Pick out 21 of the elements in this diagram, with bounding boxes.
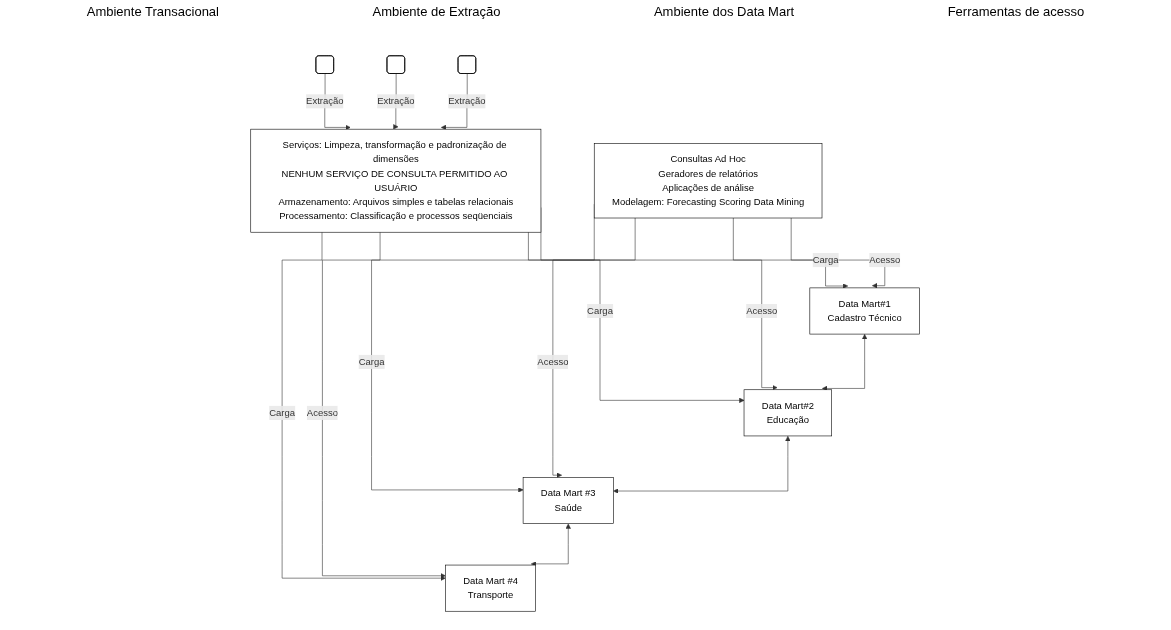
edge-label: Carga: [359, 356, 385, 367]
column-heading: Ambiente de Extração: [372, 4, 501, 21]
node-box: Serviços: Limpeza, transformação e padronização de dimensões NENHUM SERVIÇO DE CONSULTA PERMITIDO AO USUÁRIO Armazenamento: Arquivos simples e tabelas relacionais Processamento: Classificação e processos seqüenciais: [250, 128, 542, 232]
node-box: Data Mart#2 Educação: [744, 388, 833, 436]
edge-label: Acesso: [307, 407, 339, 418]
node-box: Data Mart #4 Transporte: [445, 564, 537, 612]
edge-label: Extração: [377, 95, 415, 106]
column-heading: Ambiente Transacional: [86, 4, 219, 21]
node-box: Data Mart#1 Cadastro Técnico: [809, 287, 921, 334]
edge-label: Carga: [269, 407, 296, 418]
edge-label: Extração: [448, 95, 486, 106]
edge-label: Acesso: [746, 305, 778, 316]
column-heading: Ferramentas de acesso: [947, 4, 1085, 21]
column-heading: Ambiente dos Data Mart: [653, 4, 795, 21]
node-box: Data Mart #3 Saúde: [523, 476, 615, 524]
edge-label: Acesso: [869, 254, 901, 265]
edge-label: Acesso: [537, 356, 569, 367]
edge-label: Carga: [587, 305, 614, 316]
node-box: Consultas Ad Hoc Geradores de relatórios Aplicações de análise Modelagem: Forecasting Scoring Data Mining: [594, 142, 823, 218]
edge-label: Extração: [306, 95, 344, 106]
edge-label: Carga: [813, 254, 839, 265]
